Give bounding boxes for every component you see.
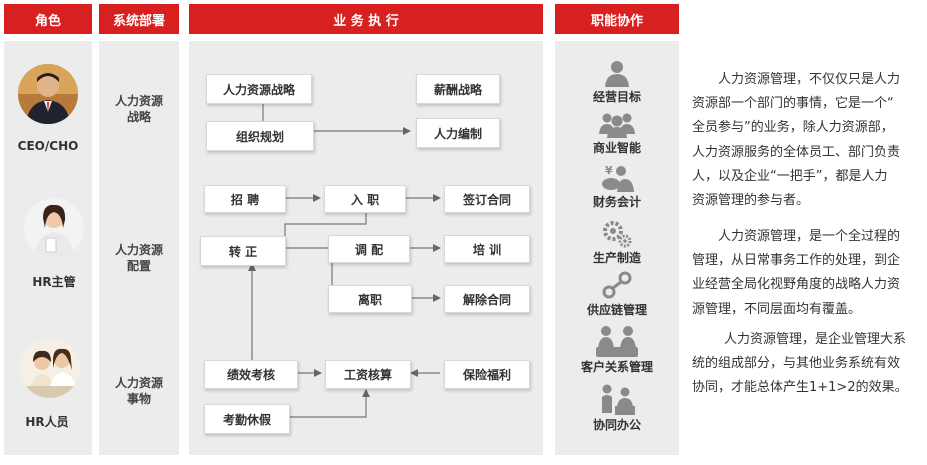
- node-regularize: 转 正: [200, 236, 286, 266]
- text-line: 管理，从日常事务工作的处理，到企: [692, 253, 901, 269]
- func-label: 商业智能: [592, 141, 641, 155]
- description-paragraph-2: 人力资源管理，是一个全过程的 管理，从日常事务工作的处理，到企 业经营全局化视野…: [692, 225, 924, 322]
- description-paragraph-1: 人力资源管理，不仅仅只是人力 资源部一个部门的事情，它是一个“ 全员参与”的业务…: [692, 68, 924, 213]
- line-onboard-to-regularize: [284, 212, 367, 236]
- func-office: 协同办公: [561, 383, 673, 433]
- hr-manager-avatar: [24, 198, 84, 258]
- dept-column: [99, 41, 179, 455]
- dept-line1: 人力资源: [114, 243, 163, 257]
- role-label-hr-manager: HR主管: [32, 275, 76, 289]
- node-attendance: 考勤休假: [204, 404, 290, 434]
- meeting-icon: [596, 326, 638, 357]
- node-resign: 离职: [328, 285, 412, 313]
- office-icon: [602, 384, 635, 415]
- node-org-planning: 组织规划: [206, 121, 314, 151]
- text-line: 资源管理的参与者。: [692, 193, 810, 209]
- person-icon: [605, 61, 629, 87]
- arrow-attendance-to-payroll: [288, 389, 370, 418]
- text-line: 人力资源管理，不仅仅只是人力: [718, 72, 901, 87]
- func-label: 协同办公: [592, 418, 641, 432]
- dept-line2: 配置: [126, 259, 151, 273]
- node-training: 培 训: [444, 235, 530, 263]
- node-salary-strategy: 薪酬战略: [416, 74, 500, 104]
- node-onboard: 入 职: [324, 185, 406, 213]
- header-exec: 业 务 执 行: [189, 4, 543, 34]
- header-dept: 系统部署: [99, 4, 179, 34]
- node-insurance: 保险福利: [444, 360, 530, 389]
- text-line: 全员参与”的业务，除人力资源部，: [692, 120, 894, 136]
- text-line: 协同，才能总体产生1+1>2的效果。: [692, 380, 908, 396]
- chain-icon: [602, 271, 632, 299]
- text-line: 源管理，不同层面均有覆盖。: [692, 301, 862, 317]
- node-payroll: 工资核算: [325, 360, 411, 389]
- text-line: 人力资源服务的全体员工、部门负责: [692, 144, 901, 160]
- dept-hr-allocation: 人力资源 配置: [97, 242, 181, 274]
- dept-hr-affairs: 人力资源 事物: [97, 375, 181, 407]
- node-hr-staffing: 人力编制: [416, 118, 500, 148]
- text-line: 人力资源管理，是一个全过程的: [718, 229, 901, 244]
- node-transfer: 调 配: [328, 235, 410, 263]
- node-hr-strategy: 人力资源战略: [206, 74, 312, 104]
- text-line: 人，以及企业“一把手”，都是人力: [692, 168, 888, 184]
- dept-line1: 人力资源: [114, 376, 163, 390]
- description-paragraph-3: 人力资源管理，是企业管理大系 统的组成部分，与其他业务系统有效 协同，才能总体产…: [692, 328, 924, 401]
- func-business-goals: 经营目标: [561, 59, 673, 105]
- func-label: 财务会计: [592, 195, 641, 209]
- dept-line2: 事物: [126, 392, 151, 406]
- header-role: 角色: [4, 4, 92, 34]
- hr-staff-avatar: [20, 338, 80, 398]
- gears-icon: [603, 221, 632, 248]
- finance-icon: ¥: [602, 164, 634, 192]
- text-line: 资源部一个部门的事情，它是一个“: [692, 96, 894, 112]
- func-crm: 客户关系管理: [561, 323, 673, 375]
- svg-text:¥: ¥: [605, 164, 613, 177]
- func-label: 生产制造: [592, 251, 641, 265]
- func-finance: ¥ 财务会计: [561, 162, 673, 210]
- func-label: 供应链管理: [586, 303, 647, 317]
- text-line: 统的组成部分，与其他业务系统有效: [692, 356, 901, 372]
- dept-line2: 战略: [126, 110, 151, 124]
- node-terminate-contract: 解除合同: [444, 285, 530, 313]
- role-label-hr-staff: HR人员: [25, 415, 69, 429]
- func-label: 客户关系管理: [580, 360, 653, 374]
- group-icon: [599, 113, 635, 138]
- node-recruit: 招 聘: [204, 185, 286, 213]
- text-line: 业经营全局化视野角度的战略人力资: [692, 277, 901, 293]
- text-line: 人力资源管理，是企业管理大系: [724, 332, 907, 347]
- func-column: [555, 41, 679, 455]
- dept-line1: 人力资源: [114, 94, 163, 108]
- node-performance: 绩效考核: [204, 360, 298, 389]
- ceo-avatar: [18, 64, 78, 124]
- dept-hr-strategy: 人力资源 战略: [97, 93, 181, 125]
- header-func: 职能协作: [555, 4, 679, 34]
- node-sign-contract: 签订合同: [444, 185, 530, 213]
- func-business-intelligence: 商业智能: [561, 110, 673, 156]
- func-supply-chain: 供应链管理: [561, 270, 673, 318]
- func-manufacturing: 生产制造: [561, 218, 673, 266]
- role-label-ceo: CEO/CHO: [17, 139, 79, 153]
- func-label: 经营目标: [592, 90, 641, 104]
